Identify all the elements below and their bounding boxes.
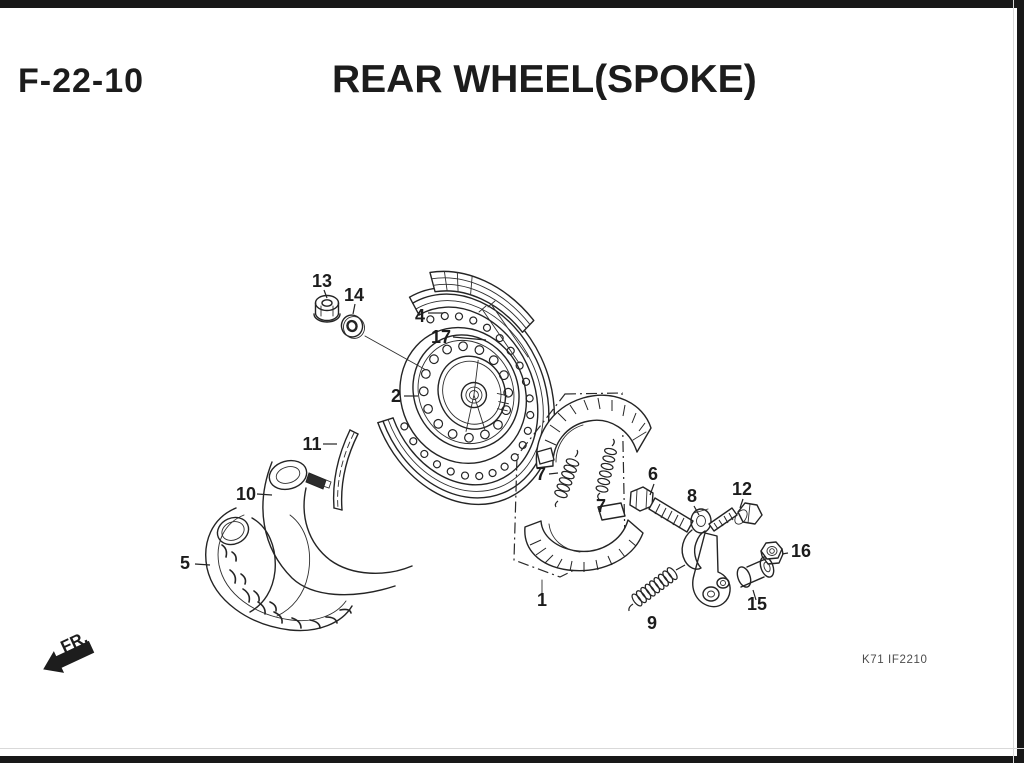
brake-shoe-kit-dashed-box <box>513 392 626 578</box>
part-label-8: 8 <box>687 486 697 506</box>
page-code: F-22-10 <box>18 62 145 100</box>
part-label-5: 5 <box>180 553 190 573</box>
brake-shoe-upper-drawing <box>535 394 652 469</box>
inner-tube-drawing <box>262 459 413 596</box>
leader-lines <box>194 289 789 601</box>
part-label-15: 15 <box>747 594 767 614</box>
part-label-16: 16 <box>791 541 811 561</box>
adjuster-bolt-drawing <box>629 486 694 533</box>
part-label-12: 12 <box>732 479 752 499</box>
lower-shoe-lining-hatch <box>529 539 637 572</box>
axle-bushing-drawing <box>736 556 775 588</box>
part-label-13: 13 <box>312 271 332 291</box>
wheel-hub-drawing <box>399 326 528 465</box>
part-label-2: 2 <box>391 386 401 406</box>
part-label-1: 1 <box>537 590 547 610</box>
bottom-border-bar <box>0 756 1024 763</box>
axle-nut-drawing <box>313 294 341 323</box>
bolt-thread-marks <box>713 512 734 530</box>
adjuster-spring-drawing <box>628 564 686 612</box>
axle-axis-leader-line <box>364 335 427 371</box>
tire-tread-marks <box>221 544 352 629</box>
axle-washer-drawing <box>340 314 365 339</box>
part-label-4: 4 <box>415 306 425 326</box>
part-label-7b: 7 <box>596 496 606 516</box>
footer-catalog-code: K71 IF2210 <box>862 654 928 666</box>
part-label-9: 9 <box>647 613 657 633</box>
hub-flange-holes <box>418 341 514 443</box>
top-border-bar <box>0 0 1024 8</box>
scan-line-horizontal <box>0 748 1024 749</box>
spoke-nipple-dots <box>400 311 535 481</box>
scan-line-vertical <box>1013 0 1014 763</box>
rim-flap-drawing <box>429 270 535 333</box>
right-border-bar <box>1017 0 1024 763</box>
spokes-drawing <box>478 300 529 364</box>
part-label-17: 17 <box>431 327 451 347</box>
torque-link-bolt-drawing <box>708 502 763 532</box>
torque-link-nut-drawing <box>760 541 784 565</box>
brake-shoe-lower-drawing <box>524 502 644 572</box>
fr-arrow-icon <box>43 640 95 673</box>
page-title: REAR WHEEL(SPOKE) <box>332 58 757 101</box>
shoe-spring-right-drawing <box>595 438 617 500</box>
upper-shoe-lining-hatch <box>544 397 646 446</box>
brake-arm-drawing <box>681 508 731 608</box>
rim-strip-drawing <box>332 429 359 511</box>
tube-valve-stem <box>305 472 332 490</box>
part-label-7a: 7 <box>536 464 546 484</box>
part-number-labels: 1 2 4 5 6 7 7 8 9 10 11 12 13 14 15 16 1… <box>180 271 811 633</box>
part-label-14: 14 <box>344 285 364 305</box>
part-label-11: 11 <box>302 434 321 454</box>
part-label-6: 6 <box>648 464 658 484</box>
tire-drawing <box>205 507 353 632</box>
shoe-spring-left-drawing <box>554 449 580 508</box>
fr-direction-arrow: FR. <box>43 628 95 673</box>
bolt-thread-marks <box>654 503 685 529</box>
part-label-10: 10 <box>236 484 256 504</box>
